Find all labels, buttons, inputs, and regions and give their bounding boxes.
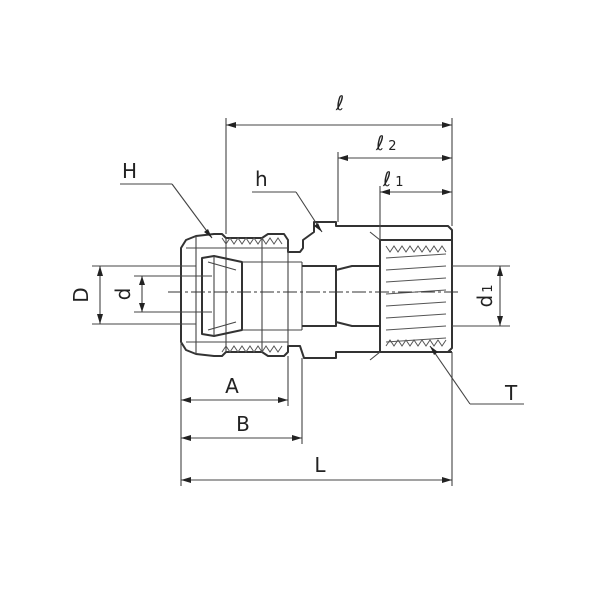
dim-l1 [379,186,452,240]
label-B: B [236,412,250,436]
dim-l2 [337,152,452,222]
label-d1: d1 [473,285,497,308]
nut-thread-bottom [221,345,283,353]
label-D: D [69,287,93,302]
leader-H [120,183,213,239]
female-thread-zone [379,239,452,353]
female-thread-top [385,245,447,253]
ferrule [201,255,243,337]
body-neck [302,265,337,327]
label-h: h [255,167,268,191]
dim-d1 [452,265,510,327]
label-L: L [314,453,326,477]
fitting-body [180,221,453,361]
label-A: A [225,374,239,398]
leader-T [429,345,524,405]
label-H: H [122,159,137,183]
nut-thread-top [221,237,283,245]
dim-L [181,352,453,486]
compression-nut [180,221,453,359]
dim-A [180,342,289,486]
label-d: d [111,288,135,301]
female-thread-bottom [385,339,447,347]
female-thread-body [385,253,447,343]
leader-h [252,191,323,233]
label-l: ℓ [335,91,344,115]
dim-l [225,118,453,234]
dim-d [134,275,212,313]
label-T: T [504,381,518,405]
female-bore [335,265,381,327]
dim-D [92,265,196,325]
dim-B [181,358,303,444]
